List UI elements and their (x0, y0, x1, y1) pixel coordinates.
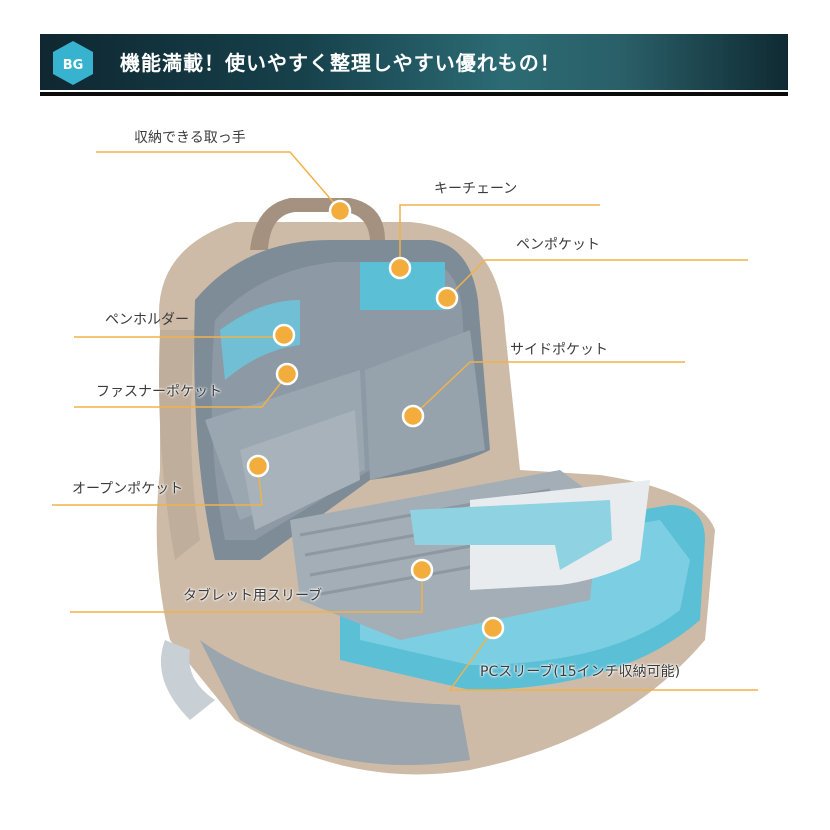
leader-tablet-sleeve (70, 570, 423, 613)
callout-dot-open-pocket (246, 454, 270, 478)
header-banner (40, 34, 788, 90)
callout-dot-pen-pocket (435, 286, 459, 310)
leader-open-pocket (52, 467, 263, 506)
callout-dot-zipper-pocket (275, 362, 299, 386)
logo-text: BG (63, 58, 84, 73)
leader-key-chain (399, 204, 600, 268)
callout-dot-pen-holder (272, 323, 296, 347)
callout-dot-handle (328, 199, 352, 223)
callout-dot-tablet-sleeve (410, 558, 434, 582)
label-pc-sleeve: PCスリーブ(15インチ収納可能) (480, 664, 681, 680)
page-title: 機能満載！使いやすく整理しやすい優れもの！ (120, 51, 561, 75)
leader-pc-sleeve (448, 629, 758, 691)
label-side-pocket: サイドポケット (510, 342, 608, 358)
label-pen-holder: ペンホルダー (105, 312, 189, 328)
label-zipper-pocket: ファスナーポケット (96, 384, 222, 400)
callout-dot-pc-sleeve (481, 616, 505, 640)
label-key-chain: キーチェーン (434, 181, 518, 197)
leader-side-pocket (412, 361, 685, 417)
brand-logo-icon: BG (53, 41, 93, 85)
header-underline (40, 92, 788, 96)
leader-zipper-pocket (74, 374, 288, 408)
label-handle: 収納できる取っ手 (134, 130, 246, 146)
label-pen-pocket: ペンポケット (516, 237, 600, 253)
leader-pen-pocket (446, 259, 748, 299)
callout-dot-side-pocket (401, 404, 425, 428)
label-open-pocket: オープンポケット (72, 481, 184, 497)
label-tablet-sleeve: タブレット用スリーブ (183, 588, 323, 604)
leader-handle (96, 151, 341, 211)
callout-dot-key-chain (388, 256, 412, 280)
